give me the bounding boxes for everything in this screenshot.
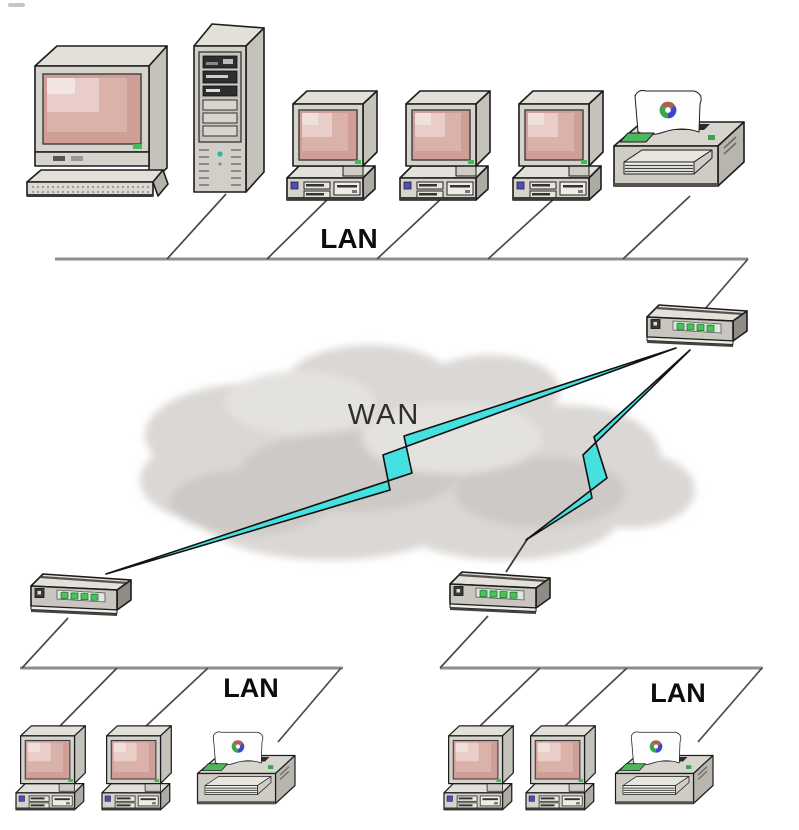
link-stub-right	[505, 537, 529, 573]
drop-workstation-2	[145, 667, 209, 727]
drop-workstation-1	[59, 667, 118, 727]
bottom-right-lan	[443, 725, 714, 811]
drop-workstation-3	[487, 196, 557, 260]
drop-server	[166, 193, 227, 260]
router-to-bus-link	[439, 615, 489, 669]
top-lan	[26, 23, 744, 201]
top-lan-label: LAN	[320, 223, 378, 254]
lightning-link-left	[105, 347, 677, 575]
network-printer	[616, 732, 714, 804]
bus-to-router-link	[703, 258, 749, 311]
drop-workstation-2	[564, 667, 628, 727]
top-lan-cabling	[55, 193, 749, 311]
workstation-1	[286, 90, 378, 201]
wan-cloud	[140, 345, 695, 560]
workstation-1	[443, 725, 514, 811]
drop-printer	[697, 667, 763, 743]
bottom-left-lan-cabling	[20, 617, 343, 743]
router-bottom-right	[449, 571, 551, 615]
workstation-2	[399, 90, 491, 201]
scan-artifact	[8, 3, 25, 7]
drop-printer	[277, 667, 342, 743]
lightning-link-right	[525, 349, 691, 541]
network-printer	[198, 732, 296, 804]
router-top	[646, 304, 748, 348]
wan-label: WAN	[348, 399, 421, 431]
router-bottom-left	[30, 573, 132, 617]
workstation-2	[101, 725, 172, 811]
drop-workstation-1	[479, 667, 541, 727]
workstation-1	[15, 725, 86, 811]
server-tower	[193, 23, 265, 193]
network-printer	[614, 91, 744, 187]
router-to-bus-link	[21, 617, 69, 669]
bottom-right-lan-label: LAN	[650, 678, 706, 708]
bottom-right-lan-cabling	[439, 615, 763, 743]
drop-workstation-2	[376, 196, 444, 260]
workstation-2	[525, 725, 596, 811]
workstation-3	[512, 90, 604, 201]
bottom-left-lan-label: LAN	[223, 673, 279, 703]
server-workstation	[26, 45, 169, 198]
bottom-left-lan	[15, 725, 296, 811]
drop-printer	[622, 195, 691, 260]
wan-links	[105, 347, 691, 575]
drop-workstation-1	[266, 196, 331, 260]
